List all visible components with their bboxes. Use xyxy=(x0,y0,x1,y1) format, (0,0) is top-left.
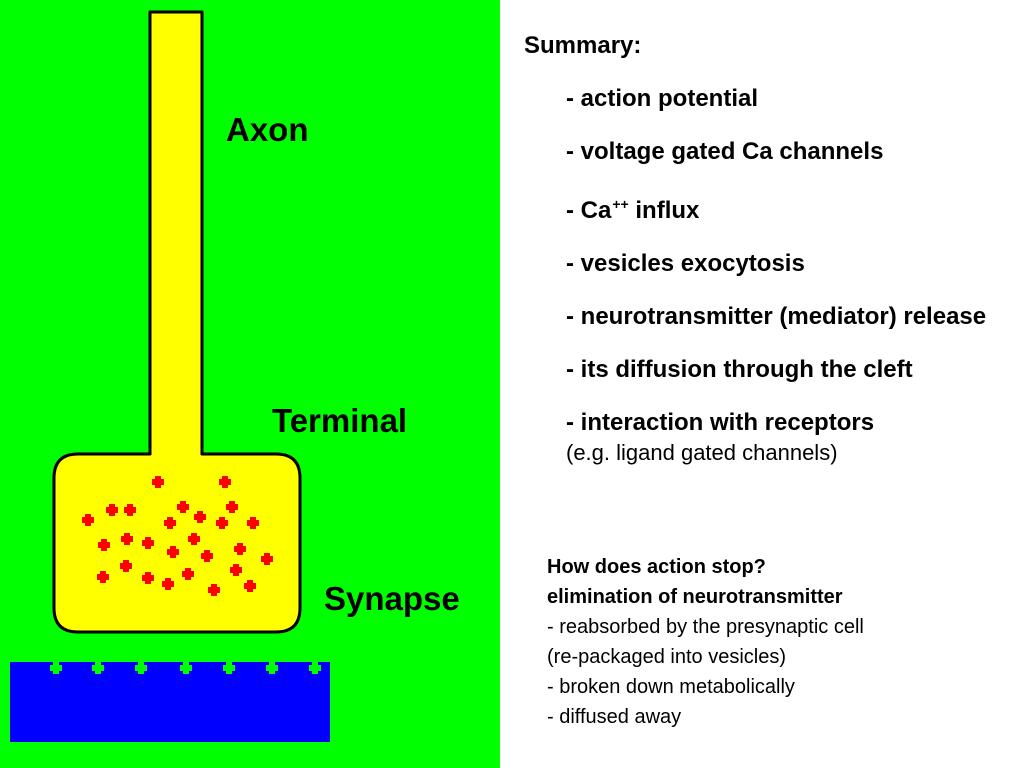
summary-item: - interaction with receptors (e.g. ligan… xyxy=(566,408,1006,466)
vesicle-dot xyxy=(211,584,217,596)
vesicle-dot xyxy=(155,476,161,488)
stop-line: - reabsorbed by the presynaptic cell xyxy=(547,616,864,638)
ca-suffix: influx xyxy=(628,197,700,224)
summary-item-note: (e.g. ligand gated channels) xyxy=(566,440,838,465)
summary-title: Summary: xyxy=(524,32,642,59)
summary-item: - neurotransmitter (mediator) release xyxy=(566,303,987,330)
axon-terminal-shape xyxy=(52,10,302,634)
vesicle-dot xyxy=(204,550,210,562)
vesicle-dot xyxy=(197,511,203,523)
vesicle-dot xyxy=(165,578,171,590)
vesicle-dot xyxy=(101,539,107,551)
summary-item: - voltage gated Ca channels xyxy=(566,138,884,165)
axon-label: Axon xyxy=(226,111,309,148)
receptor-dot xyxy=(269,662,275,674)
receptor-dot xyxy=(95,662,101,674)
ca-superscript: ++ xyxy=(612,196,629,212)
stop-heading: elimination of neurotransmitter xyxy=(547,586,843,608)
summary-item-text: - interaction with receptors xyxy=(566,409,875,436)
vesicle-dot xyxy=(109,504,115,516)
vesicle-dot xyxy=(170,546,176,558)
postsynaptic-membrane xyxy=(10,662,330,742)
terminal-label: Terminal xyxy=(272,402,408,439)
stop-section: How does action stop? elimination of neu… xyxy=(547,552,1007,732)
vesicle-dot xyxy=(264,553,270,565)
stop-question: How does action stop? xyxy=(547,556,766,578)
receptor-dot xyxy=(183,662,189,674)
vesicle-dot xyxy=(247,580,253,592)
receptor-dot xyxy=(226,662,232,674)
receptor-group xyxy=(50,662,321,674)
neuron-diagram: Axon Terminal Synapse xyxy=(0,0,500,768)
vesicle-dot xyxy=(85,514,91,526)
ca-prefix: - Ca xyxy=(566,197,612,224)
summary-item: - vesicles exocytosis xyxy=(566,250,805,277)
vesicle-dot xyxy=(123,560,129,572)
summary-item: - action potential xyxy=(566,85,758,112)
vesicle-dot xyxy=(229,501,235,513)
stop-line: (re-packaged into vesicles) xyxy=(547,646,786,668)
vesicle-dot xyxy=(250,517,256,529)
receptor-dot xyxy=(312,662,318,674)
vesicle-dot xyxy=(191,533,197,545)
summary-item: - Ca++ influx xyxy=(566,190,1006,225)
vesicle-dot xyxy=(233,564,239,576)
vesicle-dot xyxy=(124,533,130,545)
text-panel: Summary: - action potential - voltage ga… xyxy=(510,0,1015,768)
vesicle-dot xyxy=(167,517,173,529)
summary-list: - action potential - voltage gated Ca ch… xyxy=(566,84,1006,466)
vesicle-dot xyxy=(219,517,225,529)
receptor-dot xyxy=(53,662,59,674)
vesicle-dot xyxy=(127,504,133,516)
stop-line: - diffused away xyxy=(547,706,682,728)
vesicle-dot xyxy=(100,571,106,583)
vesicle-dot xyxy=(145,537,151,549)
receptor-dot xyxy=(138,662,144,674)
stop-line: - broken down metabolically xyxy=(547,676,795,698)
vesicle-group xyxy=(82,476,273,596)
vesicle-dot xyxy=(145,572,151,584)
neuron-illustration xyxy=(10,10,330,742)
vesicle-dot xyxy=(185,568,191,580)
synapse-label: Synapse xyxy=(324,580,460,617)
vesicle-dot xyxy=(222,476,228,488)
vesicle-dot xyxy=(237,543,243,555)
summary-item: - its diffusion through the cleft xyxy=(566,356,913,383)
vesicle-dot xyxy=(180,501,186,513)
